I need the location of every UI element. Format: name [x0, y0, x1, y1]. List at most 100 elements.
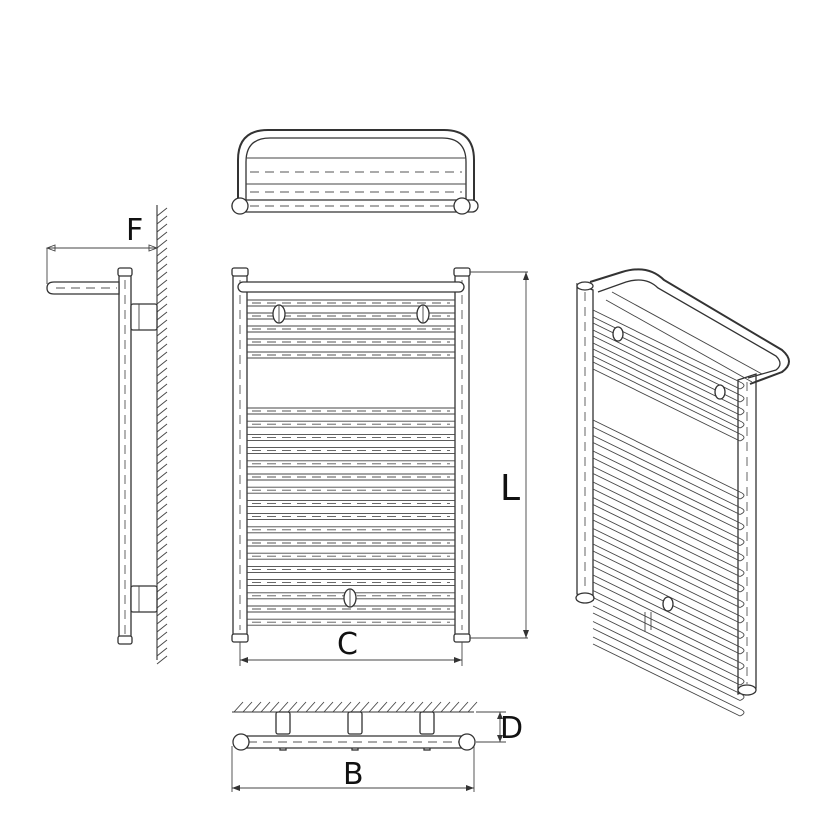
perspective-bar-edge — [592, 621, 741, 694]
wall-hatch-line — [467, 701, 478, 713]
wall-hatch-line — [156, 471, 168, 481]
perspective-bar-edge — [592, 643, 741, 717]
perspective-bar-end — [739, 420, 745, 429]
wall-hatch-line — [156, 383, 168, 393]
perspective-bar-edge — [592, 368, 741, 442]
wall-hatch-line — [156, 287, 168, 297]
wall-hatch-line — [156, 479, 168, 489]
wall-hatch-line — [156, 591, 168, 601]
wall-hatch-line — [269, 701, 280, 713]
perspective-bar-end — [739, 553, 745, 562]
wall-hatch-line — [156, 447, 168, 457]
wall-hatch-line — [422, 701, 433, 713]
wall-hatch-line — [323, 701, 334, 713]
wall-hatch-line — [156, 655, 168, 665]
wall-hatch-line — [260, 701, 271, 713]
perspective-bar-edge — [592, 590, 741, 663]
perspective-bar-edge — [592, 504, 741, 577]
dimension-label-c: C — [337, 627, 358, 662]
perspective-bar-end — [739, 600, 745, 608]
front-bars — [247, 299, 455, 626]
perspective-bar-edge — [592, 597, 741, 670]
dimension-label-b: B — [343, 757, 364, 792]
wall-hatch-line — [156, 239, 168, 249]
perspective-bar-edge — [592, 612, 741, 686]
wall-hatch-line — [440, 701, 451, 713]
wall-hatch-line — [359, 701, 370, 713]
wall-hatch-line — [156, 271, 168, 281]
wall-hatch-line — [156, 607, 168, 617]
perspective-bars — [592, 309, 745, 717]
perspective-bar-end — [739, 646, 745, 655]
wall-hatch-line — [156, 255, 168, 265]
wall-hatch-line — [156, 495, 168, 505]
wall-hatch-line — [156, 359, 168, 369]
wall-hatch-line — [156, 247, 168, 257]
wall-hatch-line — [156, 631, 168, 641]
wall-hatch-line — [156, 399, 168, 409]
wall-hatch-line — [156, 367, 168, 377]
perspective-bar-end — [739, 507, 745, 515]
perspective-bar-edge — [592, 581, 741, 655]
wall-hatch-line — [287, 701, 298, 713]
wall-hatch-line — [156, 503, 168, 513]
wall-hatch-line — [386, 701, 397, 713]
wall-hatch-line — [156, 519, 168, 529]
wall-hatch-line — [156, 567, 168, 577]
perspective-bar-edge — [592, 559, 741, 632]
dimension-label-f: F — [126, 213, 143, 248]
perspective-bar-end — [739, 491, 745, 500]
perspective-bar-end — [739, 538, 745, 546]
wall-hatch-line — [156, 455, 168, 465]
perspective-bar-end — [739, 394, 745, 403]
perspective-bar-edge — [592, 605, 741, 679]
perspective-bar-end — [739, 381, 745, 390]
wall-hatch-line — [156, 615, 168, 625]
perspective-bar-edge — [592, 450, 741, 524]
perspective-bar-end — [739, 433, 745, 442]
perspective-bar-edge — [592, 426, 741, 500]
bottom-wall-hatch — [233, 701, 478, 713]
wall-hatch-line — [431, 701, 442, 713]
wall-hatch-line — [278, 701, 289, 713]
wall-hatch-line — [156, 215, 168, 225]
perspective-bar-edge — [592, 519, 741, 593]
wall-hatch-line — [156, 551, 168, 561]
perspective-bar-edge — [592, 543, 741, 617]
wall-hatch-line — [156, 231, 168, 241]
wall-hatch-line — [156, 343, 168, 353]
wall-hatch-line — [314, 701, 325, 713]
perspective-bar-end — [739, 693, 745, 701]
perspective-bar-edge — [592, 435, 741, 508]
side-view: F — [45, 205, 168, 665]
perspective-bar-end — [739, 662, 745, 670]
wall-hatch-line — [156, 623, 168, 633]
bottom-view: D B — [231, 701, 523, 792]
wall-hatch-line — [404, 701, 415, 713]
wall-hatch-line — [156, 391, 168, 401]
wall-hatch-line — [156, 207, 168, 217]
wall-hatch-line — [305, 701, 316, 713]
perspective-bar-edge — [592, 628, 741, 701]
wall-hatch-line — [449, 701, 460, 713]
perspective-bar-end — [739, 708, 745, 717]
perspective-bar-edge — [592, 419, 741, 493]
wall-hatch-line — [156, 263, 168, 273]
side-wall-hatch — [156, 207, 168, 665]
wall-hatch-line — [251, 701, 262, 713]
perspective-bar-edge — [592, 309, 741, 383]
wall-hatch-line — [413, 701, 424, 713]
perspective-bar-edge — [592, 361, 741, 435]
wall-hatch-line — [156, 527, 168, 537]
perspective-bar-end — [739, 407, 745, 416]
perspective-bar-edge — [592, 348, 741, 422]
wall-hatch-line — [156, 223, 168, 233]
perspective-bar-edge — [592, 528, 741, 601]
wall-hatch-line — [156, 279, 168, 289]
wall-hatch-line — [156, 639, 168, 649]
wall-hatch-line — [156, 351, 168, 361]
top-view — [231, 129, 479, 215]
wall-hatch-line — [156, 407, 168, 417]
perspective-bar-end — [739, 569, 745, 577]
perspective-bar-edge — [592, 481, 741, 555]
